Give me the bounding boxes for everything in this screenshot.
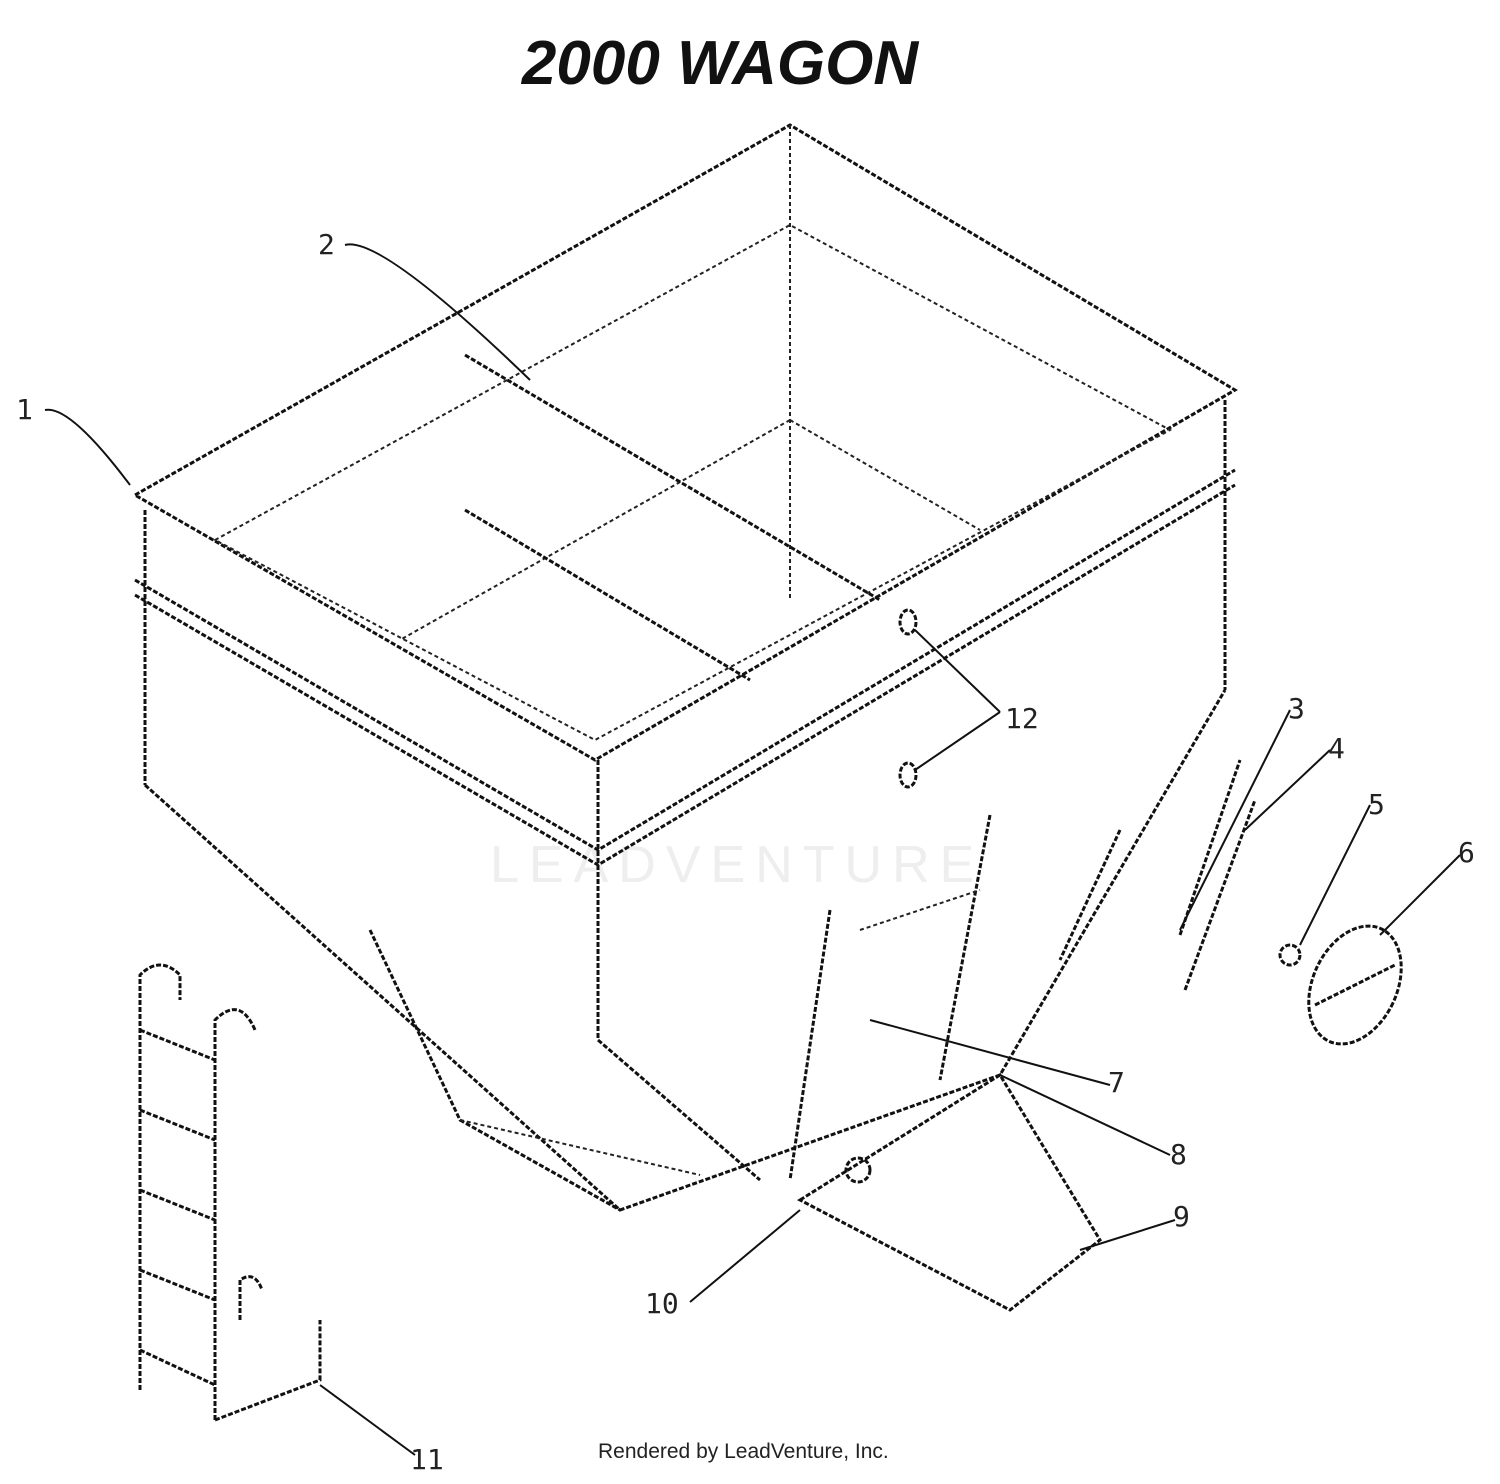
chute xyxy=(796,1072,1102,1312)
diagram-title: 2000 WAGON xyxy=(521,29,919,98)
hopper-box xyxy=(131,123,1238,1212)
callout-9: 9 xyxy=(1173,1200,1190,1233)
ladder xyxy=(138,963,322,1422)
frame xyxy=(368,814,1122,1212)
callout-1: 1 xyxy=(16,393,33,426)
cross-bars xyxy=(464,353,881,682)
callout-6: 6 xyxy=(1458,836,1475,869)
callout-4: 4 xyxy=(1328,732,1345,765)
callout-8: 8 xyxy=(1170,1138,1187,1171)
callout-2: 2 xyxy=(318,228,335,261)
leader-lines xyxy=(44,243,1461,1456)
callout-10: 10 xyxy=(645,1287,679,1320)
footer-credit: Rendered by LeadVenture, Inc. xyxy=(598,1440,889,1463)
callout-7: 7 xyxy=(1108,1066,1125,1099)
callout-5: 5 xyxy=(1368,788,1385,821)
small-parts xyxy=(898,608,1403,1046)
callout-3: 3 xyxy=(1288,692,1305,725)
callout-12: 12 xyxy=(1005,702,1039,735)
watermark: LEADVENTURE xyxy=(490,836,985,894)
callout-11: 11 xyxy=(410,1443,444,1476)
